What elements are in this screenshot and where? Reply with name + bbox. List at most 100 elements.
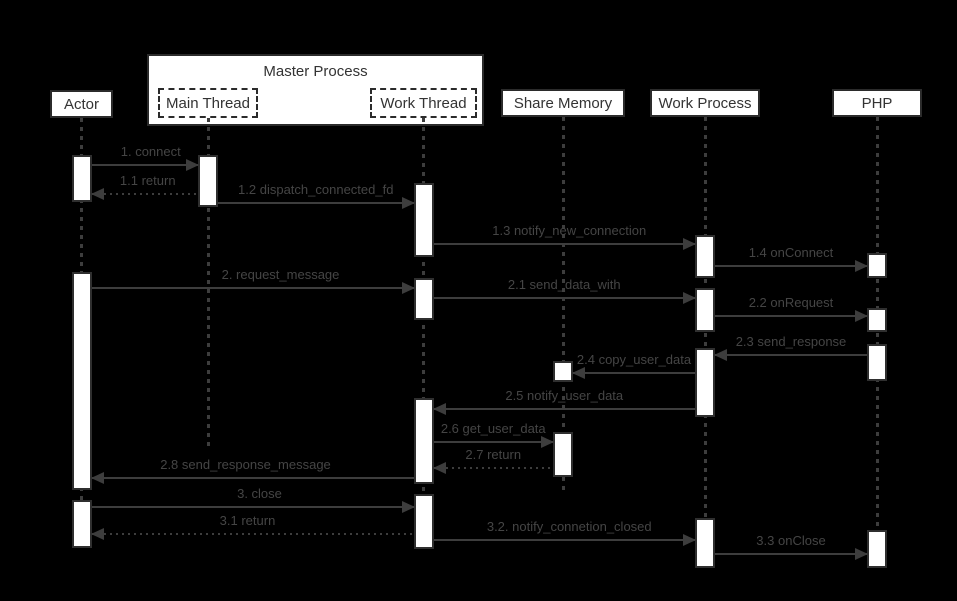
message-2-6-get-user-data-label: 2.6 get_user_data <box>440 421 546 436</box>
message-2-8-send-response-message-line <box>91 477 414 479</box>
participant-main-thread: Main Thread <box>158 88 258 118</box>
message-1-3-notify-new-connection-label: 1.3 notify_new_connection <box>492 223 647 238</box>
message-3-2-notify-connetion-closed-line <box>433 539 695 541</box>
activation-main-thread-1 <box>198 155 218 207</box>
participant-label-work-process: Work Process <box>658 94 752 112</box>
message-2-8-send-response-message: 2.8 send_response_message <box>90 456 414 484</box>
activation-actor-2 <box>71 272 92 490</box>
message-2-3-send-response: 2.3 send_response <box>714 333 867 361</box>
arrowhead-icon <box>90 472 104 484</box>
arrowhead-icon <box>855 548 868 560</box>
message-2-5-notify-user-data: 2.5 notify_user_data <box>432 387 695 415</box>
message-1-2-dispatch-connected-fd-line <box>218 202 414 204</box>
message-2-8-send-response-message-label: 2.8 send_response_message <box>160 457 331 472</box>
message-2-4-copy-user-data-line <box>573 372 695 374</box>
message-2-1-send-data-with-line <box>433 297 695 299</box>
message-1-4-onconnect-line <box>715 265 867 267</box>
message-2-request-message-label: 2. request_message <box>221 267 340 282</box>
message-2-3-send-response-label: 2.3 send_response <box>735 334 847 349</box>
activation-work-thread-1 <box>413 183 434 257</box>
message-1-3-notify-new-connection-line <box>433 243 695 245</box>
message-3-close-label: 3. close <box>237 486 282 501</box>
arrowhead-icon <box>683 238 696 250</box>
participant-label-share-memory: Share Memory <box>513 94 613 112</box>
message-3-close: 3. close <box>91 485 415 513</box>
message-1-4-onconnect-label: 1.4 onConnect <box>748 245 834 260</box>
message-1-2-dispatch-connected-fd-label: 1.2 dispatch_connected_fd <box>238 182 394 197</box>
message-3-1-return-label: 3.1 return <box>219 513 276 528</box>
message-1-4-onconnect: 1.4 onConnect <box>715 244 868 272</box>
message-2-2-onrequest-line <box>715 315 867 317</box>
message-3-3-onclose-line <box>715 553 867 555</box>
message-1-connect-line <box>91 164 198 166</box>
message-2-1-send-data-with: 2.1 send_data_with <box>433 276 696 304</box>
lifeline-work-thread <box>422 118 425 549</box>
activation-php-3 <box>867 344 887 381</box>
participant-label-actor: Actor <box>63 95 99 113</box>
lifeline-work-process <box>703 117 707 568</box>
arrowhead-icon <box>855 310 868 322</box>
arrowhead-icon <box>683 534 696 546</box>
lifeline-share-memory <box>561 117 565 495</box>
message-1-connect: 1. connect <box>91 143 199 171</box>
message-1-connect-label: 1. connect <box>120 144 181 159</box>
message-2-7-return-line <box>433 467 553 469</box>
arrowhead-icon <box>432 403 446 415</box>
message-2-request-message-line <box>91 287 414 289</box>
activation-php-2 <box>867 308 887 332</box>
arrowhead-icon <box>683 292 696 304</box>
message-3-2-notify-connetion-closed: 3.2. notify_connetion_closed <box>433 518 696 546</box>
activation-share-memory-1 <box>553 361 573 382</box>
activation-work-thread-3 <box>413 398 434 484</box>
message-1-3-notify-new-connection: 1.3 notify_new_connection <box>433 222 696 250</box>
arrowhead-icon <box>572 367 585 379</box>
arrowhead-icon <box>541 436 554 448</box>
participant-label-php: PHP <box>861 94 893 112</box>
activation-work-process-1 <box>695 235 715 278</box>
arrowhead-icon <box>90 188 104 200</box>
participant-actor: Actor <box>50 90 113 118</box>
participant-label-work-thread: Work Thread <box>380 94 467 112</box>
activation-php-4 <box>867 530 887 568</box>
message-1-1-return: 1.1 return <box>90 172 198 200</box>
message-3-3-onclose: 3.3 onClose <box>715 532 868 560</box>
arrowhead-icon <box>401 197 415 209</box>
participant-work-process: Work Process <box>650 89 760 117</box>
arrowhead-icon <box>90 528 104 540</box>
activation-actor-3 <box>71 500 92 548</box>
message-2-6-get-user-data: 2.6 get_user_data <box>433 420 554 448</box>
message-2-5-notify-user-data-label: 2.5 notify_user_data <box>505 388 624 403</box>
message-2-7-return-label: 2.7 return <box>465 447 522 462</box>
lifeline-php <box>875 117 879 568</box>
arrowhead-icon <box>855 260 868 272</box>
activation-actor-1 <box>71 155 92 202</box>
arrowhead-icon <box>432 462 446 474</box>
activation-work-thread-4 <box>413 494 434 549</box>
message-1-1-return-label: 1.1 return <box>119 173 176 188</box>
message-2-2-onrequest-label: 2.2 onRequest <box>748 295 834 310</box>
message-3-close-line <box>91 506 414 508</box>
activation-work-thread-2 <box>413 278 434 320</box>
activation-share-memory-2 <box>553 432 573 477</box>
message-3-3-onclose-label: 3.3 onClose <box>756 533 826 548</box>
message-2-request-message: 2. request_message <box>91 266 415 294</box>
message-1-2-dispatch-connected-fd: 1.2 dispatch_connected_fd <box>218 181 415 209</box>
message-2-7-return: 2.7 return <box>432 446 553 474</box>
message-3-1-return-line <box>91 533 414 535</box>
activation-php-1 <box>867 253 887 278</box>
message-2-4-copy-user-data: 2.4 copy_user_data <box>572 351 695 379</box>
message-3-1-return: 3.1 return <box>90 512 414 540</box>
message-1-1-return-line <box>91 193 198 195</box>
lifeline-main-thread <box>206 118 210 449</box>
arrowhead-icon <box>714 349 727 361</box>
arrowhead-icon <box>401 501 415 513</box>
participant-share-memory: Share Memory <box>501 89 625 117</box>
message-2-5-notify-user-data-line <box>433 408 695 410</box>
message-3-2-notify-connetion-closed-label: 3.2. notify_connetion_closed <box>486 519 652 534</box>
arrowhead-icon <box>186 159 199 171</box>
activation-work-process-3 <box>695 348 715 417</box>
participant-label-main-thread: Main Thread <box>166 94 250 112</box>
message-2-6-get-user-data-line <box>433 441 553 443</box>
message-2-2-onrequest: 2.2 onRequest <box>715 294 868 322</box>
